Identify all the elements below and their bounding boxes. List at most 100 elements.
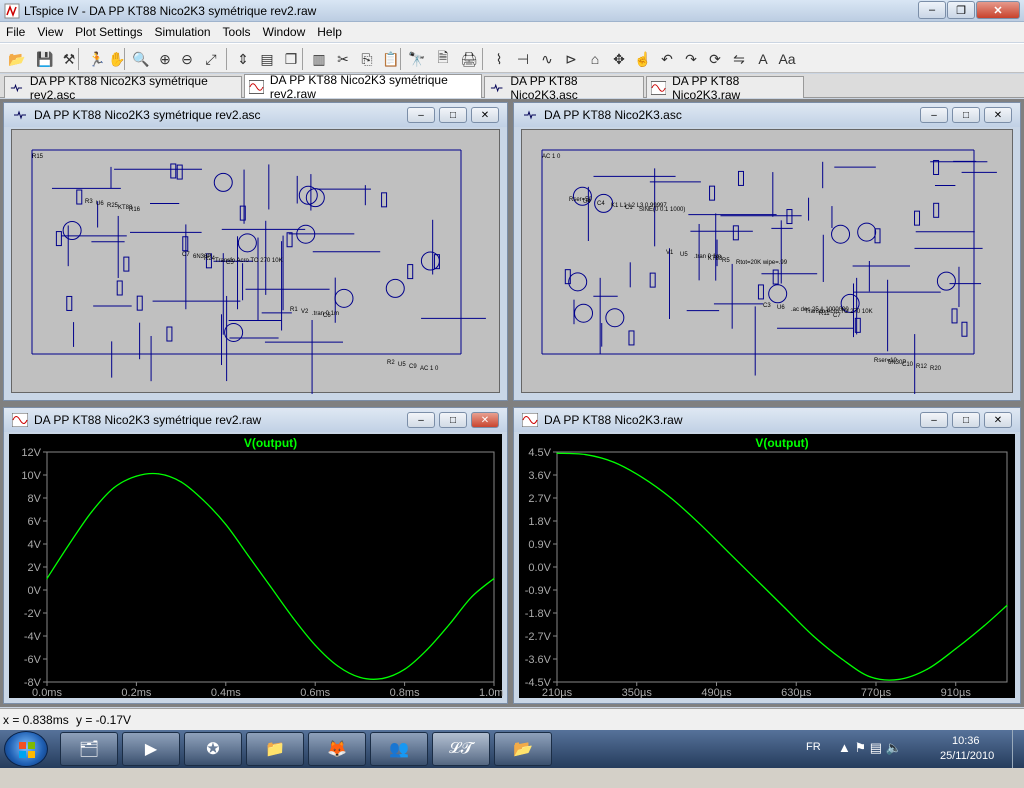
tab-raw-orig[interactable]: DA PP KT88 Nico2K3.raw	[646, 74, 804, 102]
clock-date[interactable]: 25/11/2010	[940, 750, 995, 762]
component-label[interactable]: C4	[597, 201, 605, 207]
zoom-fit-icon[interactable]: ⤢	[205, 50, 217, 67]
tab-sch-rev2[interactable]: DA PP KT88 Nico2K3 symétrique rev2.asc	[4, 74, 242, 102]
cut-icon[interactable]: ✂	[337, 50, 349, 67]
tube-symbol[interactable]	[574, 303, 594, 323]
resistor-symbol[interactable]	[874, 228, 881, 244]
component-label[interactable]: Rser=50	[569, 197, 593, 203]
find-icon[interactable]: 🔭	[408, 50, 426, 67]
explorer-taskbar-button[interactable]: 🗂	[60, 732, 118, 766]
autorange-icon[interactable]: ⇕	[237, 50, 249, 67]
component-label[interactable]: U5	[398, 362, 406, 368]
clock-time[interactable]: 10:36	[952, 735, 980, 747]
resistor-symbol[interactable]	[772, 269, 779, 285]
component-label[interactable]: R20	[930, 366, 942, 372]
component-label[interactable]: R3	[85, 199, 93, 205]
capacitor-icon[interactable]: ⊣	[516, 50, 530, 67]
component-label[interactable]: C7	[182, 252, 190, 258]
firefox-taskbar-button[interactable]: 🦊	[308, 732, 366, 766]
minimize-button[interactable]: –	[920, 412, 948, 428]
resistor-symbol[interactable]	[786, 209, 793, 225]
maximize-button[interactable]: □	[952, 412, 980, 428]
component-label[interactable]: R11	[819, 311, 830, 317]
tube-symbol[interactable]	[237, 233, 257, 253]
run-icon[interactable]: 🏃	[88, 50, 106, 67]
maximize-button[interactable]: □	[439, 412, 467, 428]
resistor-symbol[interactable]	[136, 295, 143, 311]
spice-directive-icon[interactable]: Aa	[778, 51, 796, 67]
tray-icons[interactable]: ▲ ⚑ ▤ 🔈	[838, 740, 902, 755]
copy-icon[interactable]: ⎘	[361, 50, 373, 67]
print-icon[interactable]: 🖨	[460, 50, 478, 67]
close-button[interactable]: ✕	[471, 412, 499, 428]
resistor-symbol[interactable]	[732, 225, 739, 241]
menu-tools[interactable]: Tools	[222, 25, 251, 39]
tube-symbol[interactable]	[594, 193, 614, 213]
trace-label[interactable]: V(output)	[244, 436, 297, 450]
close-button[interactable]: ✕	[976, 1, 1020, 19]
component-label[interactable]: R24	[204, 256, 216, 262]
component-label[interactable]: C3	[763, 303, 771, 309]
print-preview-icon[interactable]: 🗎	[437, 49, 449, 65]
resistor-symbol[interactable]	[239, 205, 246, 221]
component-label[interactable]: SINE(0 0.1 1000)	[639, 207, 685, 213]
component-label[interactable]: C1	[625, 205, 633, 211]
component-label[interactable]: Transfo Acro TO 270 10K	[805, 309, 873, 315]
resistor-symbol[interactable]	[649, 272, 656, 288]
open-icon[interactable]: 📂	[8, 50, 26, 67]
tube-symbol[interactable]	[224, 322, 244, 342]
resistor-symbol[interactable]	[914, 210, 921, 226]
trace-label[interactable]: V(output)	[755, 436, 808, 450]
maximize-button[interactable]: □	[439, 107, 467, 123]
resistor-icon[interactable]: ⌇	[495, 50, 503, 67]
language-indicator[interactable]: FR	[806, 741, 821, 753]
tube-symbol[interactable]	[840, 293, 860, 313]
component-label[interactable]: C7	[833, 313, 841, 319]
resistor-symbol[interactable]	[564, 269, 571, 285]
folder-taskbar-button[interactable]: 📁	[246, 732, 304, 766]
resistor-symbol[interactable]	[381, 192, 388, 208]
component-label[interactable]: Rtot=20K wipe=.99	[736, 260, 788, 266]
close-button[interactable]: ✕	[471, 107, 499, 123]
mirror-icon[interactable]: ⇋	[733, 50, 745, 67]
resistor-symbol[interactable]	[933, 202, 940, 218]
media-player-taskbar-button[interactable]: ▶	[122, 732, 180, 766]
resistor-symbol[interactable]	[961, 321, 968, 337]
component-label[interactable]: K1 L1 L2 L3 0.99997	[611, 203, 667, 209]
pan-icon[interactable]: ✋	[108, 50, 126, 67]
zoom-area-icon[interactable]: ⊕	[159, 50, 171, 67]
show-desktop-button[interactable]	[1012, 730, 1024, 768]
maximize-button[interactable]: □	[952, 107, 980, 123]
component-label[interactable]: R2	[387, 360, 395, 366]
resistor-symbol[interactable]	[205, 253, 212, 269]
tab-sch-orig[interactable]: DA PP KT88 Nico2K3.asc	[484, 74, 644, 102]
tube-symbol[interactable]	[298, 185, 318, 205]
resistor-symbol[interactable]	[166, 326, 173, 342]
resistor-symbol[interactable]	[951, 308, 958, 324]
save-icon[interactable]: 💾	[36, 50, 54, 67]
component-label[interactable]: V2	[301, 309, 309, 315]
component-label[interactable]: 6N30P	[888, 360, 906, 366]
menu-view[interactable]: View	[37, 25, 64, 39]
tube-symbol[interactable]	[296, 224, 316, 244]
component-label[interactable]: U4	[583, 199, 591, 205]
tube-symbol[interactable]	[572, 186, 592, 206]
tube-symbol[interactable]	[605, 308, 625, 328]
resistor-symbol[interactable]	[182, 236, 189, 252]
component-label[interactable]: R12	[916, 364, 928, 370]
component-label[interactable]: U5	[680, 252, 688, 258]
component-label[interactable]: KT88	[118, 205, 133, 211]
tile-icon[interactable]: ▤	[260, 50, 274, 67]
component-label[interactable]: .tran 0 1m	[312, 311, 339, 317]
component-label[interactable]: R1	[290, 307, 298, 313]
resistor-symbol[interactable]	[55, 231, 62, 247]
minimize-button[interactable]: –	[918, 1, 946, 19]
menu-window[interactable]: Window	[262, 25, 306, 39]
inductor-icon[interactable]: ∿	[541, 50, 553, 67]
text-icon[interactable]: A	[758, 51, 768, 67]
ltspice-taskbar-button[interactable]: 𝓛𝓣	[432, 732, 490, 766]
component-label[interactable]: KT88	[708, 256, 723, 262]
